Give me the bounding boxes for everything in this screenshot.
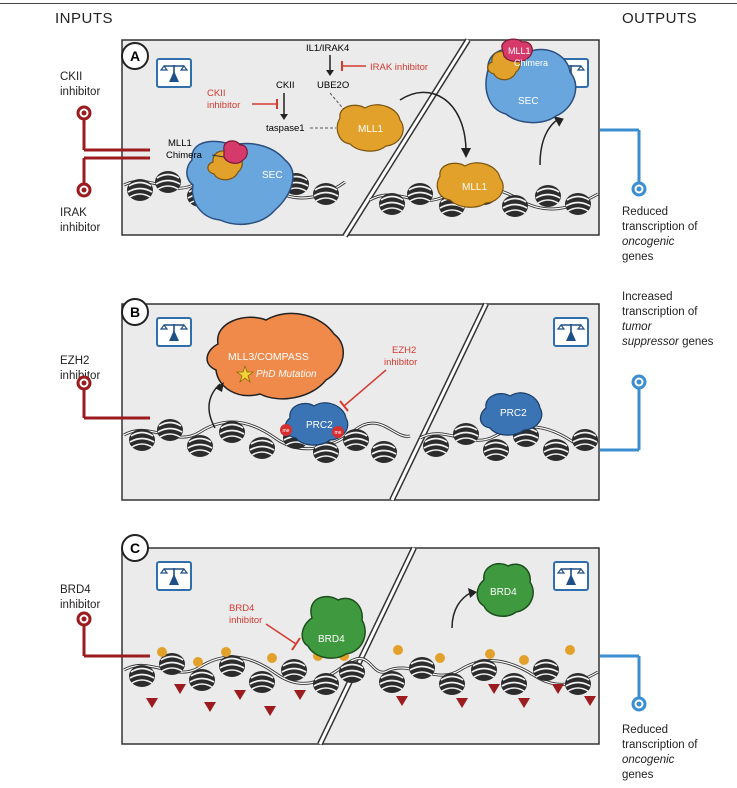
panel-b-letter-badge bbox=[121, 298, 149, 326]
mll1-label: MLL1 bbox=[358, 124, 383, 135]
prc2-label: PRC2 bbox=[306, 420, 333, 431]
brd4-inhibitor-label: BRD4 bbox=[229, 603, 254, 614]
scale-icon bbox=[156, 58, 192, 88]
top-rule bbox=[0, 3, 737, 4]
inhibitor-label: inhibitor bbox=[229, 615, 262, 626]
brd4-protein-right bbox=[476, 562, 534, 618]
panel-b-letter: B bbox=[130, 304, 140, 320]
mll1-label-right: MLL1 bbox=[462, 182, 487, 193]
sec-label: SEC bbox=[262, 170, 283, 181]
panel-b: B MLL3/COMPASS PhD Mutation PRC2 me bbox=[76, 298, 647, 502]
svg-text:me: me bbox=[283, 428, 290, 434]
mll1-protein bbox=[336, 104, 404, 152]
panel-c: C bbox=[76, 534, 647, 746]
prc2-complex bbox=[284, 402, 349, 446]
inhibitor-label: inhibitor bbox=[207, 100, 240, 111]
acetyl-marks bbox=[157, 645, 575, 667]
mll3-compass-label: MLL3/COMPASS bbox=[228, 351, 309, 363]
taspase1-label: taspase1 bbox=[266, 123, 305, 134]
mll1-chimera-pink bbox=[223, 140, 248, 164]
mll1-chimera-right bbox=[501, 38, 533, 63]
scale-icon bbox=[553, 561, 589, 591]
panel-a: A SEC MLL1 Chimera IL1/IRAK4 bbox=[76, 38, 647, 238]
outputs-header: OUTPUTS bbox=[622, 10, 698, 27]
panel-a-letter: A bbox=[130, 48, 140, 64]
chimera-label: Chimera bbox=[166, 150, 203, 161]
methyl-mark bbox=[332, 426, 344, 438]
prc2-complex-right bbox=[479, 392, 543, 436]
star-icon bbox=[235, 364, 255, 384]
inhibitor-label: inhibitor bbox=[384, 357, 417, 368]
brd4-protein bbox=[301, 595, 366, 659]
sec-label-right: SEC bbox=[518, 96, 539, 107]
phd-mutation-label: PhD Mutation bbox=[256, 369, 317, 380]
scale-icon bbox=[156, 561, 192, 591]
svg-text:me: me bbox=[335, 430, 342, 436]
mll1-chimera-label: MLL1 bbox=[168, 138, 192, 149]
prc2-label-right: PRC2 bbox=[500, 408, 527, 419]
ube2o-label: UBE2O bbox=[317, 80, 349, 91]
brd4-label: BRD4 bbox=[318, 634, 345, 645]
panel-a-letter-badge bbox=[121, 42, 149, 70]
mll1-protein-right bbox=[436, 162, 504, 208]
methyl-m-marks bbox=[146, 684, 596, 716]
panel-c-letter-badge bbox=[121, 534, 149, 562]
ckii-label: CKII bbox=[276, 80, 294, 91]
brd4-label-right: BRD4 bbox=[490, 587, 517, 598]
methyl-mark bbox=[280, 424, 292, 436]
inputs-header: INPUTS bbox=[55, 10, 114, 27]
chimera-right-label: Chimera bbox=[514, 58, 548, 68]
ckii-inhibitor-label: CKII bbox=[207, 88, 225, 99]
scale-icon bbox=[156, 317, 192, 347]
irak-inhibitor-label: IRAK inhibitor bbox=[370, 62, 428, 73]
mll1-right-label: MLL1 bbox=[508, 46, 531, 56]
panel-c-letter: C bbox=[130, 540, 140, 556]
il1-irak4-label: IL1/IRAK4 bbox=[306, 43, 349, 54]
ezh2-inhibitor-label: EZH2 bbox=[392, 345, 416, 356]
scale-icon bbox=[553, 317, 589, 347]
